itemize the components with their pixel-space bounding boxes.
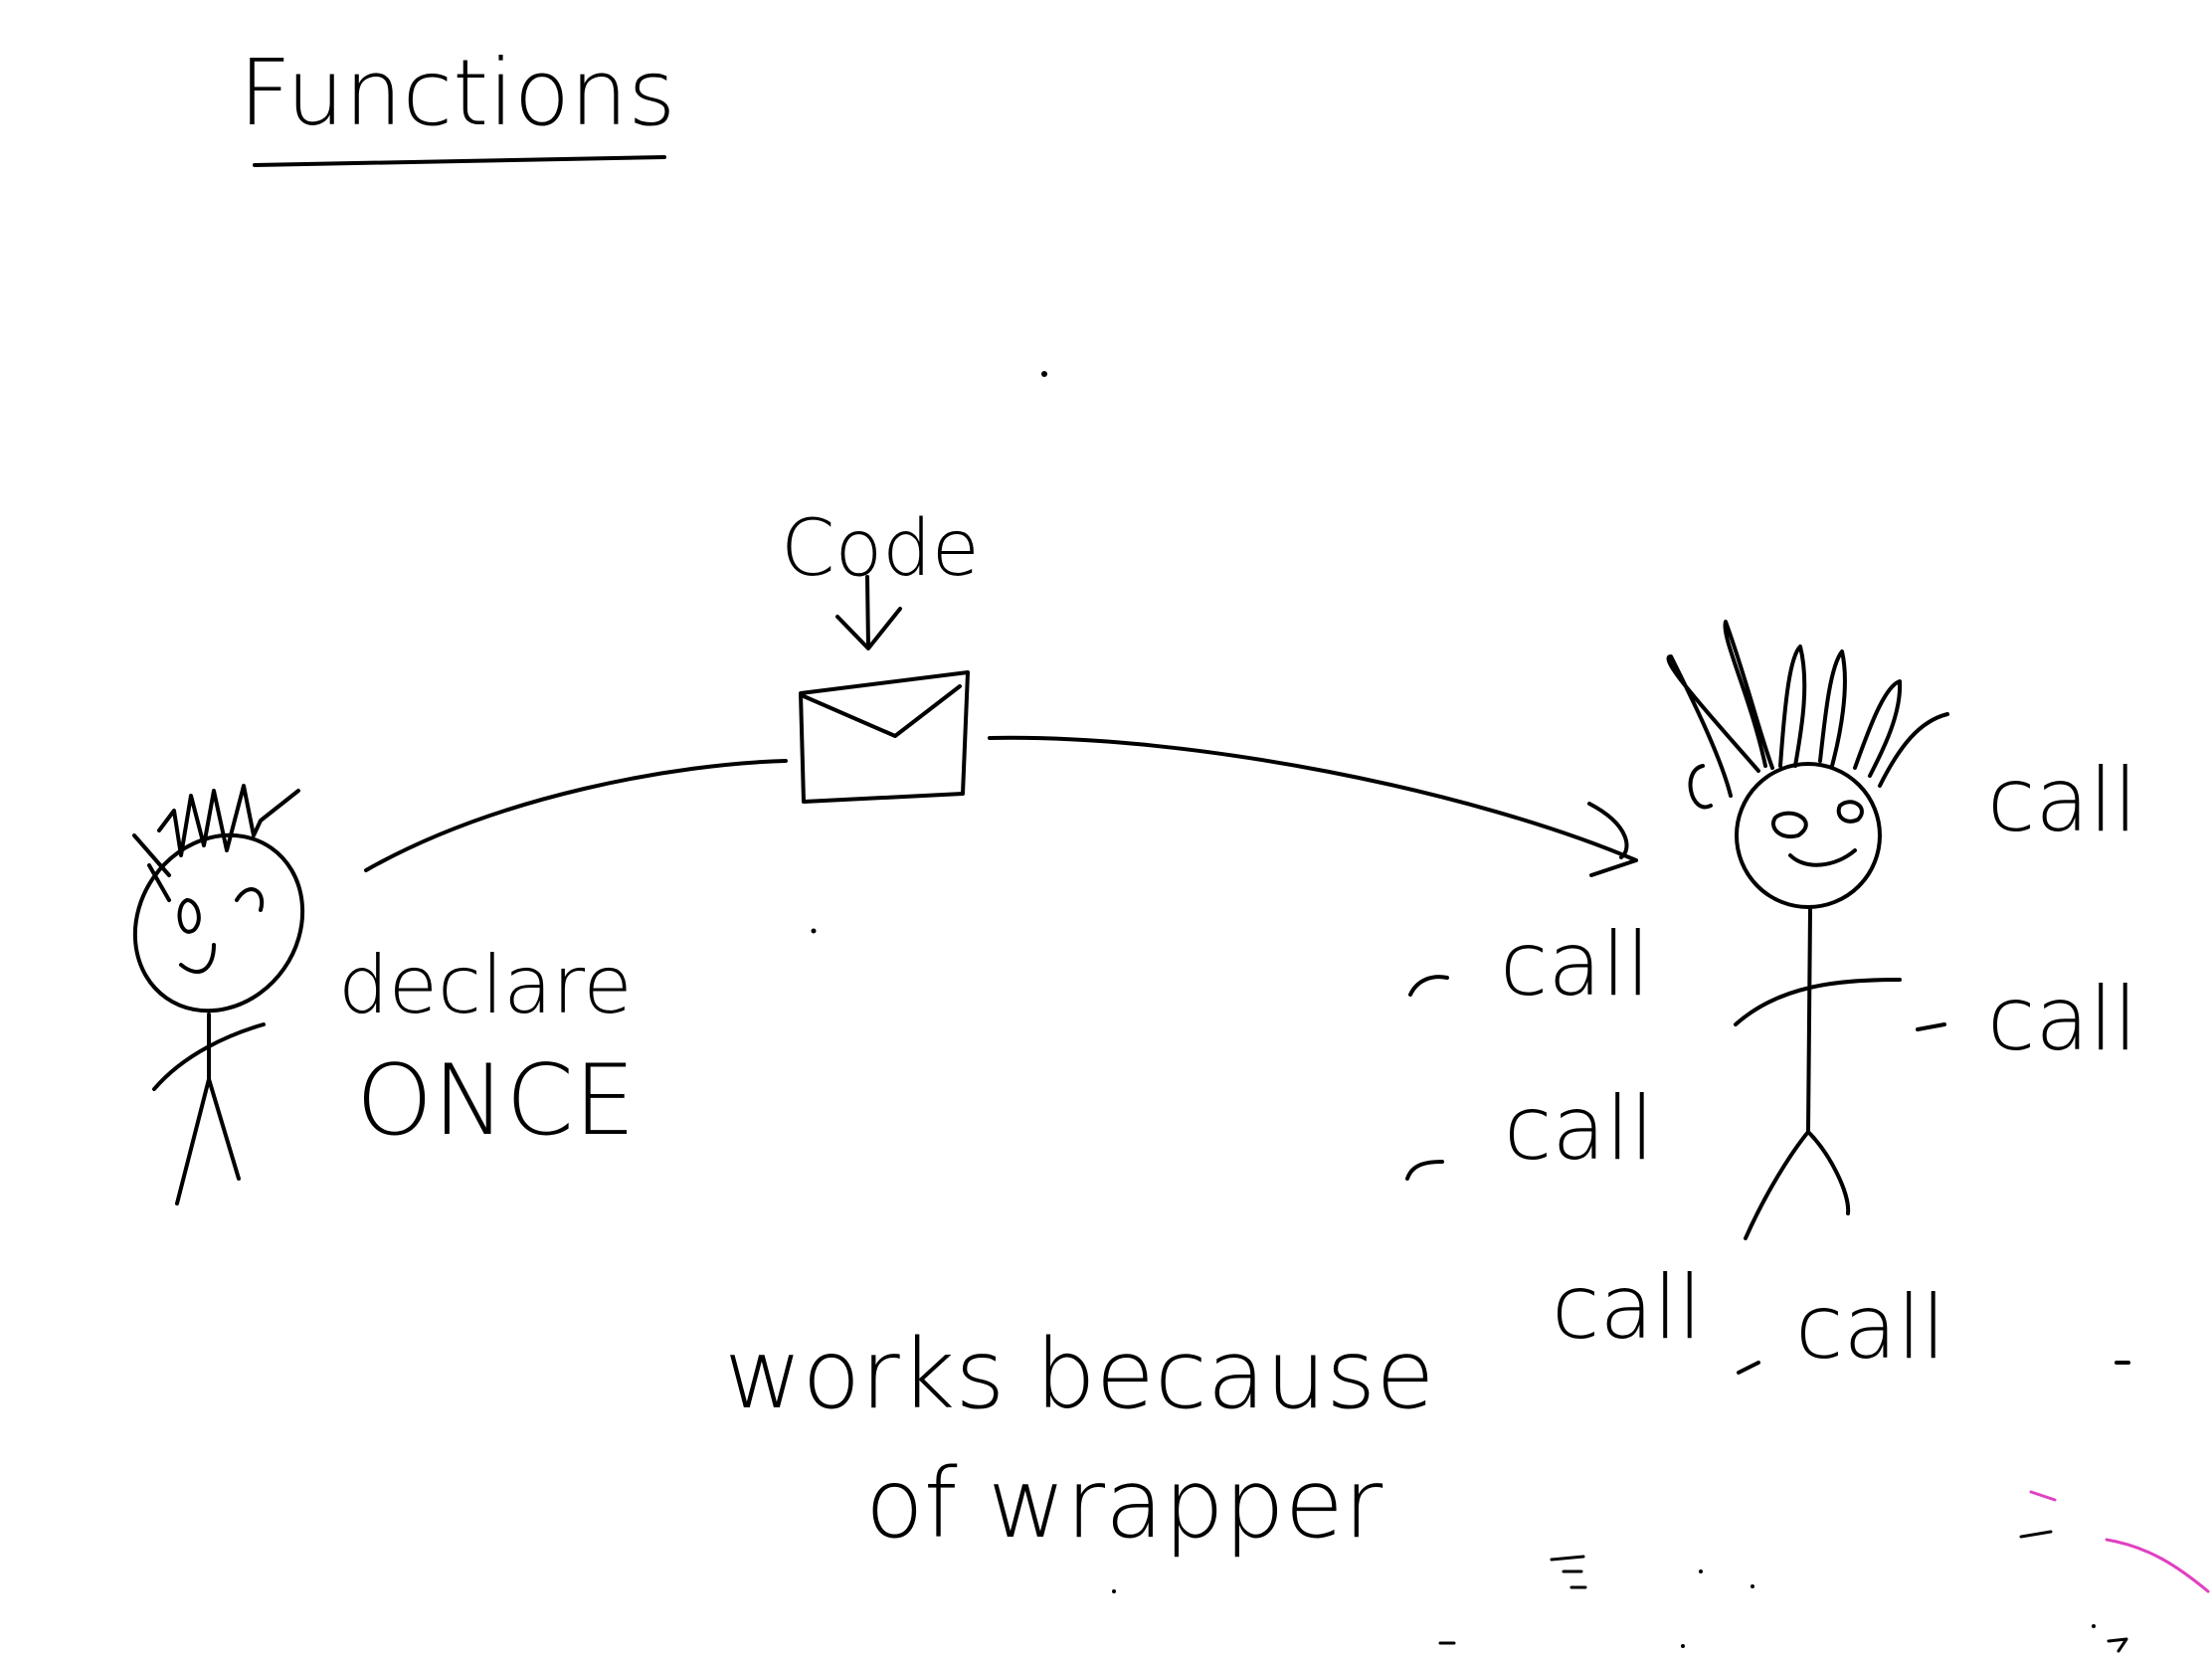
right-figure-face [1771,800,1864,867]
call-label-6: call [1795,1276,1945,1379]
envelope-icon [799,670,970,804]
left-figure-head [132,832,305,1014]
title-underline [253,155,666,167]
code-arrow [835,575,902,650]
code-label-group: Code [781,504,980,650]
stray-marks [811,928,2128,1653]
call-label-1: call [1987,749,2137,851]
connection-line-left [364,759,788,872]
title-group: Functions [239,40,675,167]
call-label-2: call [1987,968,2137,1070]
right-figure-body [1734,908,1902,1240]
call-label-5: call [1552,1256,1702,1359]
bottom-note: works because of wrapper [724,1319,1434,1560]
pink-scribbles [2029,1490,2210,1593]
left-stick-figure [132,784,305,1205]
right-stick-figure [1666,620,1949,1240]
code-label: Code [781,504,980,594]
stray-dot [1041,371,1047,377]
note-line-1: works because [724,1319,1434,1430]
call-label-4: call [1504,1077,1654,1180]
declare-once-group: declare ONCE [338,939,636,1158]
left-figure-face [177,887,265,975]
note-line-2: of wrapper [865,1448,1383,1560]
title-text: Functions [239,40,675,146]
connection-arrow-right [988,735,1638,877]
call-dashes [1405,975,2130,1375]
left-figure-body [152,1013,266,1205]
call-label-3: call [1500,913,1650,1015]
call-labels: call call call call call call [1405,749,2137,1379]
right-figure-hair [1666,620,1949,810]
right-figure-head [1735,762,1882,909]
once-label: ONCE [356,1044,636,1158]
left-figure-hair [132,784,300,902]
declare-label: declare [338,939,633,1031]
